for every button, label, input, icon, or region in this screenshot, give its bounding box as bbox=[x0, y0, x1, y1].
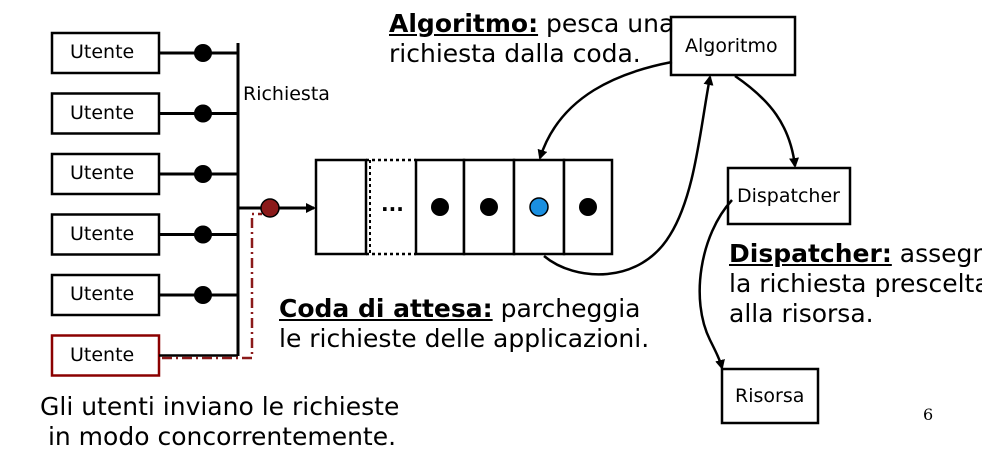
queue-item-dot bbox=[480, 198, 498, 216]
highlighted-request-path bbox=[162, 212, 262, 360]
user-label: Utente bbox=[70, 343, 135, 366]
dispatcher-caption: Dispatcher: assegna la richiesta prescel… bbox=[729, 239, 982, 329]
queue-gap-border bbox=[366, 158, 416, 256]
utenti-caption-line2: in modo concorrentemente. bbox=[40, 422, 397, 451]
utenti-caption-line1: Gli utenti inviano le richieste bbox=[40, 392, 400, 421]
algoritmo-to-queue-arrow bbox=[537, 60, 673, 160]
user-request-dot bbox=[194, 225, 212, 244]
utenti-caption: Gli utenti inviano le richieste in modo … bbox=[40, 392, 399, 452]
risorsa-box bbox=[720, 367, 820, 425]
dispatcher-to-risorsa-arrow bbox=[698, 199, 733, 370]
algoritmo-label: Algoritmo bbox=[685, 35, 778, 57]
algoritmo-caption-line2: richiesta dalla coda. bbox=[389, 39, 641, 68]
user-request-dot bbox=[194, 286, 212, 304]
queue-ellipsis: ... bbox=[381, 192, 404, 216]
algoritmo-caption-line1: pesca una bbox=[538, 9, 675, 38]
user-request-dot bbox=[194, 44, 212, 62]
user-label: Utente bbox=[70, 41, 135, 63]
queue-cell-1 bbox=[314, 158, 368, 256]
user-label: Utente bbox=[70, 162, 135, 184]
user-request-dot bbox=[194, 104, 212, 123]
user-label: Utente bbox=[70, 222, 135, 245]
user-request-dot bbox=[194, 165, 212, 183]
user-box bbox=[50, 334, 161, 377]
coda-caption-title: Coda di attesa: bbox=[279, 294, 493, 323]
request-dot-highlighted bbox=[260, 198, 280, 218]
user-label: Utente bbox=[70, 283, 135, 305]
user-box bbox=[50, 213, 161, 256]
dispatcher-caption-line3: alla risorsa. bbox=[729, 299, 874, 328]
queue-to-algoritmo-arrow bbox=[543, 75, 714, 276]
users-group bbox=[50, 31, 238, 377]
queue-item-dot bbox=[579, 198, 597, 216]
queue-cell-4 bbox=[462, 158, 516, 256]
queue bbox=[314, 158, 614, 256]
page-number: 6 bbox=[923, 405, 934, 424]
risorsa-label: Risorsa bbox=[735, 385, 805, 407]
dispatcher-box bbox=[726, 166, 852, 226]
queue-item-dot-selected bbox=[529, 197, 549, 217]
coda-caption-line1: parcheggia bbox=[492, 294, 641, 323]
coda-caption-line2: le richieste delle applicazioni. bbox=[279, 324, 650, 353]
queue-item-dot bbox=[431, 198, 449, 216]
algoritmo-box bbox=[669, 15, 797, 77]
dispatcher-caption-line2: la richiesta prescelta bbox=[729, 269, 982, 298]
dispatcher-caption-title: Dispatcher: bbox=[729, 239, 892, 268]
dispatcher-label: Dispatcher bbox=[737, 185, 840, 207]
user-box bbox=[50, 92, 161, 135]
dispatcher-caption-line1: assegna bbox=[899, 239, 982, 268]
algoritmo-to-dispatcher-arrow bbox=[734, 74, 799, 168]
user-label: Utente bbox=[70, 101, 135, 124]
algoritmo-caption: Algoritmo: pesca una richiesta dalla cod… bbox=[389, 9, 674, 69]
coda-caption: Coda di attesa: parcheggia le richieste … bbox=[279, 294, 649, 354]
algoritmo-caption-title: Algoritmo: bbox=[389, 9, 539, 38]
user-box bbox=[50, 152, 161, 196]
request-label: Richiesta bbox=[243, 83, 330, 105]
